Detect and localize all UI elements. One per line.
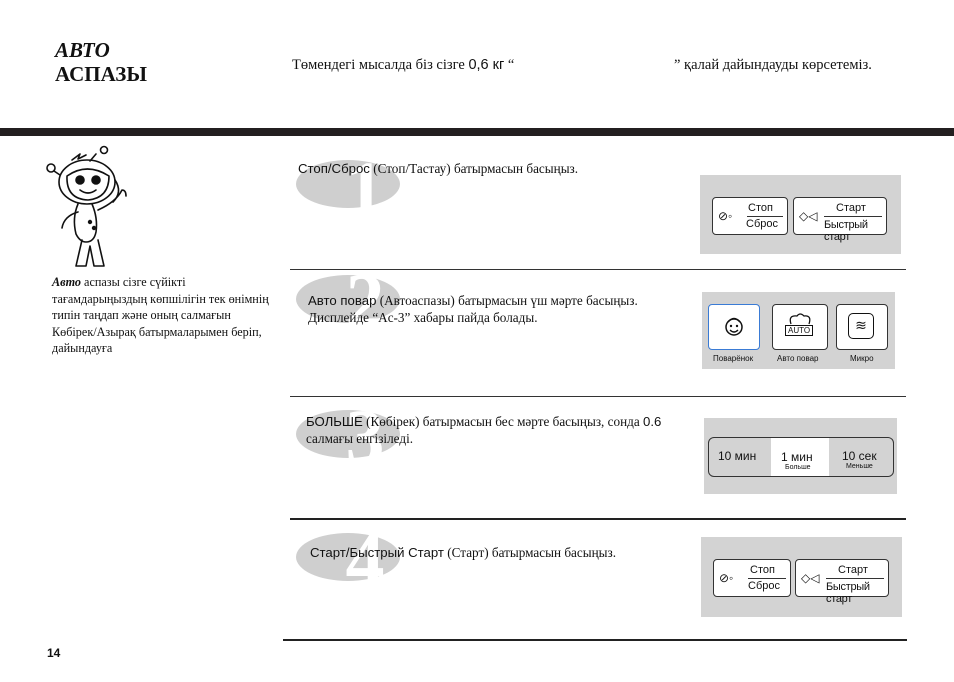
micro-label: Микро — [850, 354, 874, 363]
auto-label: Авто повар — [777, 354, 819, 363]
control-panel-3: 10 мин 1 мин Больше 10 сек Меньше — [704, 418, 897, 494]
start-icon-2: ◇◁ — [801, 571, 820, 585]
step4-number: 4 — [345, 516, 385, 603]
start-label: Старт — [836, 202, 866, 214]
step2-instruction: Авто повар (Автоаспазы) батырмасын үш мә… — [308, 292, 638, 309]
auto-cook-button[interactable]: AUTO — [772, 304, 828, 350]
header-rule — [0, 128, 954, 136]
step2-text: (Автоаспазы) батырмасын үш мәрте басыңыз… — [376, 293, 638, 308]
step2-badge — [296, 275, 400, 323]
step1-badge — [296, 160, 400, 208]
start-label-2: Старт — [838, 564, 868, 576]
ten-sec-button[interactable]: 10 сек — [842, 449, 877, 463]
step-divider-2 — [290, 396, 906, 397]
chef-label: Поварёнок — [713, 354, 754, 363]
auto-hat-icon — [789, 313, 811, 325]
step-divider-3 — [290, 518, 906, 520]
micro-button[interactable]: ≋ — [836, 304, 888, 350]
quick-start-label: Быстрый старт — [824, 219, 868, 243]
step2-button-name: Авто повар — [308, 293, 377, 308]
auto-icon-label: AUTO — [785, 325, 814, 336]
step3-weight: 0.6 — [642, 414, 662, 429]
step1-instruction: Стоп/Сброс (Стоп/Тастау) батырмасын басы… — [298, 160, 578, 177]
one-min-more-button[interactable]: 1 мин Больше — [771, 438, 829, 476]
intro-part2: “ — [504, 57, 515, 73]
one-min-label: 1 мин — [781, 450, 813, 464]
stop-icon: ⊘◦ — [718, 209, 733, 223]
step1-button-name: Стоп/Сброс — [298, 161, 370, 176]
intro-part1: Төмендегі мысалда біз сізге — [292, 57, 469, 73]
intro-weight: 0,6 кг — [468, 57, 505, 73]
step3-badge — [296, 410, 400, 458]
start-button[interactable]: ◇◁ Старт Быстрый старт — [793, 197, 887, 243]
page-title-line2: АСПАЗЫ — [55, 62, 147, 86]
less-label: Меньше — [846, 463, 873, 470]
stop-label: Стоп — [748, 202, 773, 214]
intro-text: Төмендегі мысалда біз сізге 0,6 кг “ — [292, 57, 514, 74]
stop-icon-2: ⊘◦ — [719, 571, 734, 585]
chef-button[interactable] — [708, 304, 760, 350]
stop-reset-button[interactable]: ⊘◦ Стоп Сброс — [712, 197, 788, 235]
sidebar-lead: Авто — [52, 275, 81, 289]
step3-instruction-line2: салмағы енгізіледі. — [306, 431, 414, 446]
quick-start-label-2: Быстрый старт — [826, 581, 870, 605]
control-panel-1: ⊘◦ Стоп Сброс ◇◁ Старт Быстрый старт — [700, 175, 901, 254]
stop-reset-button-2[interactable]: ⊘◦ Стоп Сброс — [713, 559, 791, 597]
sidebar-description: Авто аспазы сізге сүйікті тағамдарыңызды… — [52, 274, 274, 357]
control-panel-4: ⊘◦ Стоп Сброс ◇◁ Старт Быстрый старт — [701, 537, 902, 617]
step3-instruction: БОЛЬШЕ (Көбірек) батырмасын бес мәрте ба… — [306, 413, 661, 430]
step4-text: (Старт) батырмасын басыңыз. — [443, 545, 617, 560]
stop-label-2: Стоп — [750, 564, 775, 576]
reset-label: Сброс — [746, 218, 778, 230]
step4-badge — [296, 533, 400, 581]
page-title-line1: АВТО — [55, 38, 110, 62]
reset-label-2: Сброс — [748, 580, 780, 592]
control-panel-2: AUTO ≋ Поварёнок Авто повар Микро — [702, 292, 895, 369]
chef-face-icon — [725, 317, 743, 336]
sidebar-text: аспазы сізге сүйікті тағамдарыңыздың көп… — [52, 275, 269, 356]
micro-wave-icon: ≋ — [848, 313, 874, 339]
step4-button-name: Старт/Быстрый Старт — [310, 545, 444, 560]
step4-instruction: Старт/Быстрый Старт (Старт) батырмасын б… — [310, 544, 616, 561]
mascot-illustration — [46, 145, 127, 267]
step3-number: 3 — [345, 393, 385, 480]
page-number: 14 — [47, 646, 61, 660]
start-icon: ◇◁ — [799, 209, 818, 223]
step1-number: 1 — [345, 145, 385, 232]
bottom-rule — [283, 639, 907, 641]
time-button-group — [708, 437, 894, 477]
intro-text-end: ” қалай дайындауды көрсетеміз. — [674, 57, 872, 73]
step3-text: (Көбірек) батырмасын бес мәрте басыңыз, … — [362, 414, 643, 429]
more-label: Больше — [785, 464, 811, 471]
step1-text: (Стоп/Тастау) батырмасын басыңыз. — [369, 161, 579, 176]
step2-instruction-line2: Дисплейде “Ac-3” хабары пайда болады. — [308, 310, 538, 325]
step2-number: 2 — [345, 257, 385, 344]
start-button-2[interactable]: ◇◁ Старт Быстрый старт — [795, 559, 889, 605]
step-divider-1 — [290, 269, 906, 270]
step3-button-name: БОЛЬШЕ — [306, 414, 363, 429]
ten-min-button[interactable]: 10 мин — [718, 449, 757, 463]
